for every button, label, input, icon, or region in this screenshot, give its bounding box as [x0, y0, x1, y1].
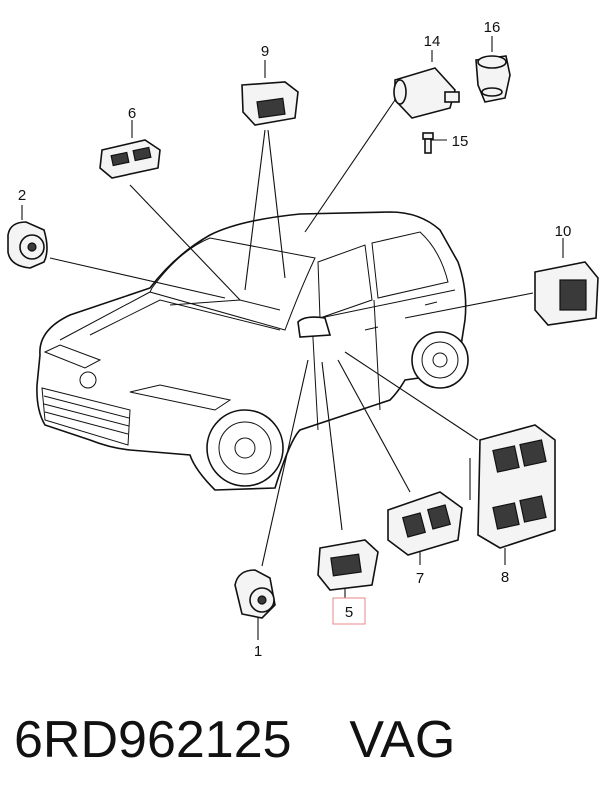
part-10-switch	[534, 261, 599, 326]
car-illustration	[36, 211, 469, 491]
part-16-pressure-switch	[475, 55, 511, 103]
callout-5-highlight	[332, 597, 366, 625]
part-number: 6RD962125	[14, 711, 292, 769]
callout-9: 9	[261, 43, 269, 60]
brand-name: VAG	[349, 711, 456, 769]
callout-labels: 1 2 5 6 7 8 9 10 14 15 16	[18, 19, 572, 660]
callout-2: 2	[18, 187, 26, 204]
part-6-switch-panel	[99, 139, 161, 179]
callout-14: 14	[424, 33, 441, 50]
callout-8: 8	[501, 569, 509, 586]
part-15-screw	[422, 132, 434, 154]
callout-16: 16	[484, 19, 501, 36]
callout-1: 1	[254, 643, 262, 660]
part-7-double-switch	[387, 491, 463, 556]
part-1-rotary-switch	[234, 569, 276, 619]
part-14-sensor	[393, 67, 460, 119]
callout-5: 5	[345, 604, 353, 621]
callout-15: 15	[452, 133, 469, 150]
part-number-caption: 6RD962125 VAG	[14, 700, 594, 780]
callout-6: 6	[128, 105, 136, 122]
part-8-master-switch	[469, 424, 556, 549]
callout-10: 10	[555, 223, 572, 240]
part-9-switch	[241, 81, 299, 126]
callout-7: 7	[416, 570, 424, 587]
part-2-rotary-switch	[7, 221, 48, 269]
part-5-window-switch	[317, 539, 379, 591]
